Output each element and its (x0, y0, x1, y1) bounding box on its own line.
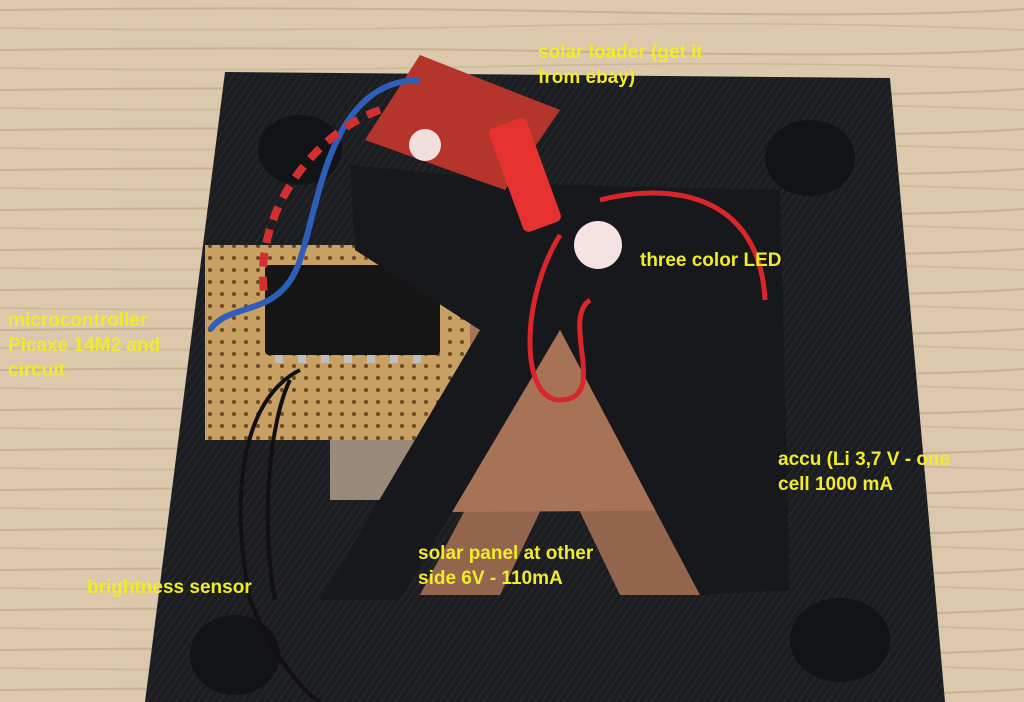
sensor-wire (238, 368, 322, 702)
label-three-color-led: three color LED (640, 250, 782, 271)
solar-loader-led (409, 129, 441, 161)
chip-pins (275, 355, 421, 363)
label-microcontroller: microcontroller Picaxe 14M2 and circuit (8, 308, 160, 383)
triangle-frame (320, 165, 790, 600)
mount-hole (190, 615, 280, 695)
blue-wire (207, 77, 421, 332)
microcontroller-chip (265, 265, 440, 355)
red-black-wire (259, 106, 382, 301)
label-brightness-sensor: brightness sensor (87, 577, 252, 598)
label-line: Picaxe 14M2 and (8, 335, 161, 356)
label-accu: accu (Li 3,7 V - one cell 1000 mA (778, 447, 950, 497)
red-connector (489, 118, 561, 232)
mount-hole (258, 115, 342, 185)
label-line: solar loader (get it (538, 42, 703, 63)
red-wire-battery (599, 190, 768, 301)
red-wire (527, 233, 592, 403)
label-solar-panel: solar panel at other side 6V - 110mA (418, 541, 593, 591)
label-line: accu (Li 3,7 V - one (778, 449, 951, 470)
sensor-wire (265, 379, 292, 601)
label-line: solar panel at other (418, 543, 594, 564)
mount-hole (765, 120, 855, 196)
label-line: microcontroller (8, 310, 148, 331)
label-line: circuit (8, 360, 66, 381)
label-line: from ebay) (538, 67, 636, 88)
label-line: side 6V - 110mA (418, 568, 563, 589)
mount-hole (790, 598, 890, 682)
three-color-led (574, 221, 622, 269)
label-line: cell 1000 mA (778, 474, 894, 495)
label-solar-loader: solar loader (get it from ebay) (538, 40, 703, 90)
triangle-frame-inner (420, 330, 700, 595)
